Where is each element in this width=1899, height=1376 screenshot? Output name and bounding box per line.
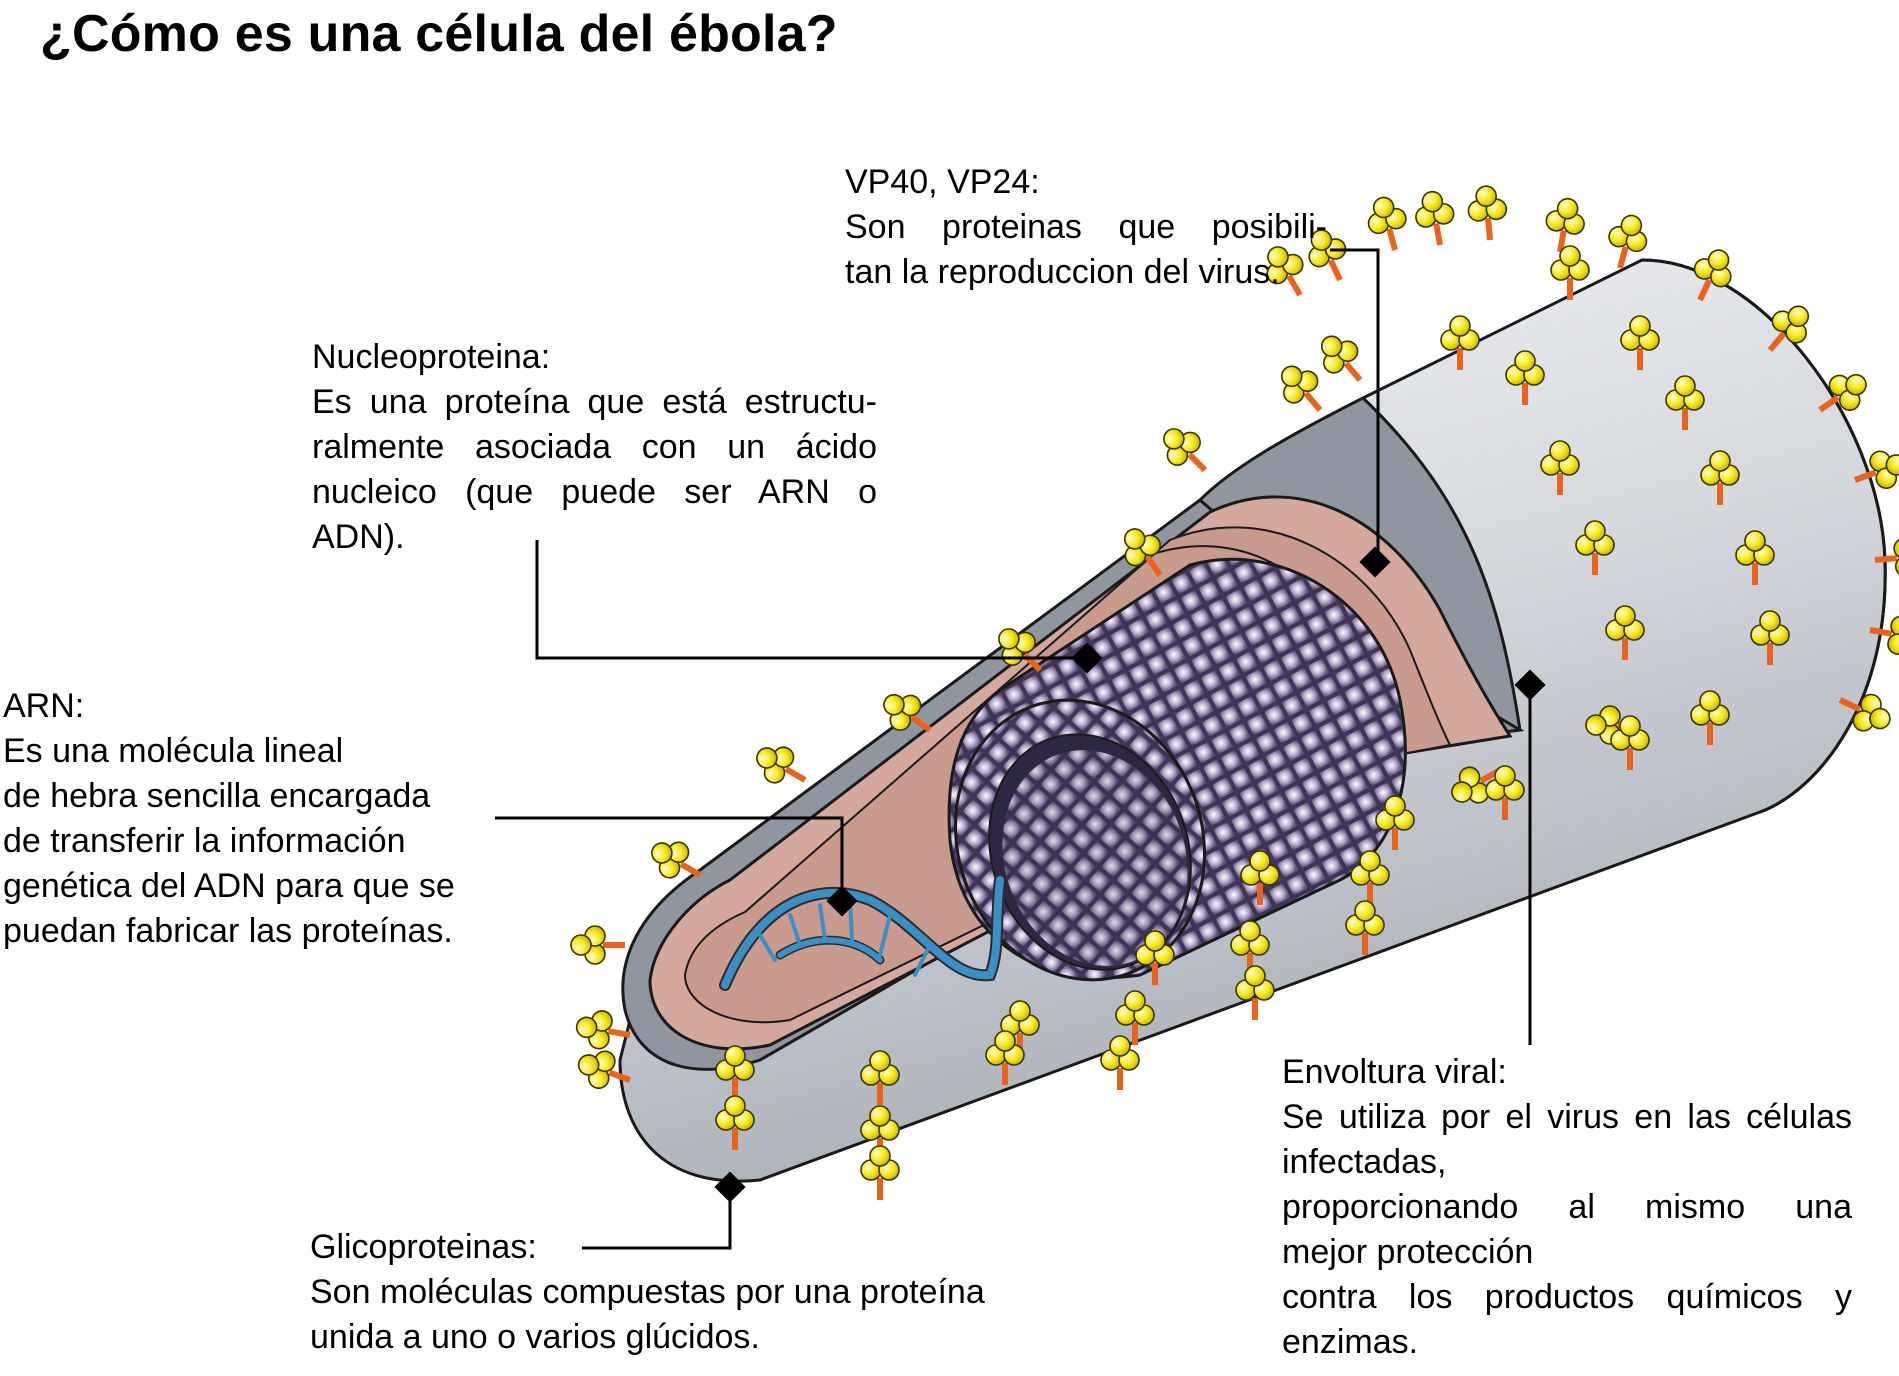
label-envoltura-line: proporcionando al mismo una bbox=[1282, 1188, 1852, 1226]
label-envoltura-line: contra los productos químicos y bbox=[1282, 1278, 1852, 1316]
label-nucleoproteina-heading: Nucleoproteina: bbox=[312, 338, 551, 376]
label-glicoproteinas-line: unida a uno o varios glúcidos. bbox=[310, 1318, 760, 1356]
label-arn-line: de hebra sencilla encargada bbox=[3, 777, 431, 815]
label-vp-heading: VP40, VP24: bbox=[845, 163, 1040, 201]
label-envoltura-heading: Envoltura viral: bbox=[1282, 1053, 1507, 1091]
label-glicoproteinas: Glicoproteinas: Son moléculas compuestas… bbox=[310, 1225, 1090, 1360]
label-glicoproteinas-heading: Glicoproteinas: bbox=[310, 1228, 537, 1266]
label-nucleoproteina-line: ADN). bbox=[312, 518, 405, 556]
callout-lines bbox=[495, 248, 1532, 1250]
callout-line-nucleoproteina bbox=[535, 540, 1087, 660]
nucleocapsid bbox=[947, 557, 1407, 982]
callout-line-glicoproteinas bbox=[582, 1190, 732, 1250]
label-envoltura: Envoltura viral: Se utiliza por el virus… bbox=[1282, 1050, 1852, 1365]
label-arn-line: Es una molécula lineal bbox=[3, 732, 344, 770]
rna-strand bbox=[719, 874, 1006, 991]
label-arn: ARN: Es una molécula lineal de hebra sen… bbox=[3, 684, 523, 954]
label-vp-line: Son proteinas que posibili- bbox=[845, 208, 1327, 246]
label-nucleoproteina-line: Es una proteína que está estructu- bbox=[312, 383, 877, 421]
page-title: ¿Cómo es una célula del ébola? bbox=[40, 5, 838, 63]
label-nucleoproteina-line: nucleico (que puede ser ARN o bbox=[312, 473, 877, 511]
callout-line-arn bbox=[495, 816, 844, 905]
label-envoltura-line: enzimas. bbox=[1282, 1323, 1419, 1361]
label-glicoproteinas-line: Son moléculas compuestas por una proteín… bbox=[310, 1273, 985, 1311]
label-envoltura-line: Se utiliza por el virus en las células bbox=[1282, 1098, 1852, 1136]
callout-line-vp bbox=[1330, 248, 1380, 565]
label-arn-line: puedan fabricar las proteínas. bbox=[3, 912, 453, 950]
label-arn-heading: ARN: bbox=[3, 687, 85, 725]
label-nucleoproteina-line: ralmente asociada con un ácido bbox=[312, 428, 877, 466]
label-vp-line: tan la reproduccion del virus. bbox=[845, 253, 1280, 291]
label-arn-line: genética del ADN para que se bbox=[3, 867, 455, 905]
label-vp: VP40, VP24: Son proteinas que posibili- … bbox=[845, 160, 1327, 295]
label-nucleoproteina: Nucleoproteina: Es una proteína que está… bbox=[312, 335, 877, 560]
label-envoltura-line: mejor protección bbox=[1282, 1233, 1534, 1271]
label-envoltura-line: infectadas, bbox=[1282, 1143, 1447, 1181]
label-arn-line: de transferir la información bbox=[3, 822, 406, 860]
